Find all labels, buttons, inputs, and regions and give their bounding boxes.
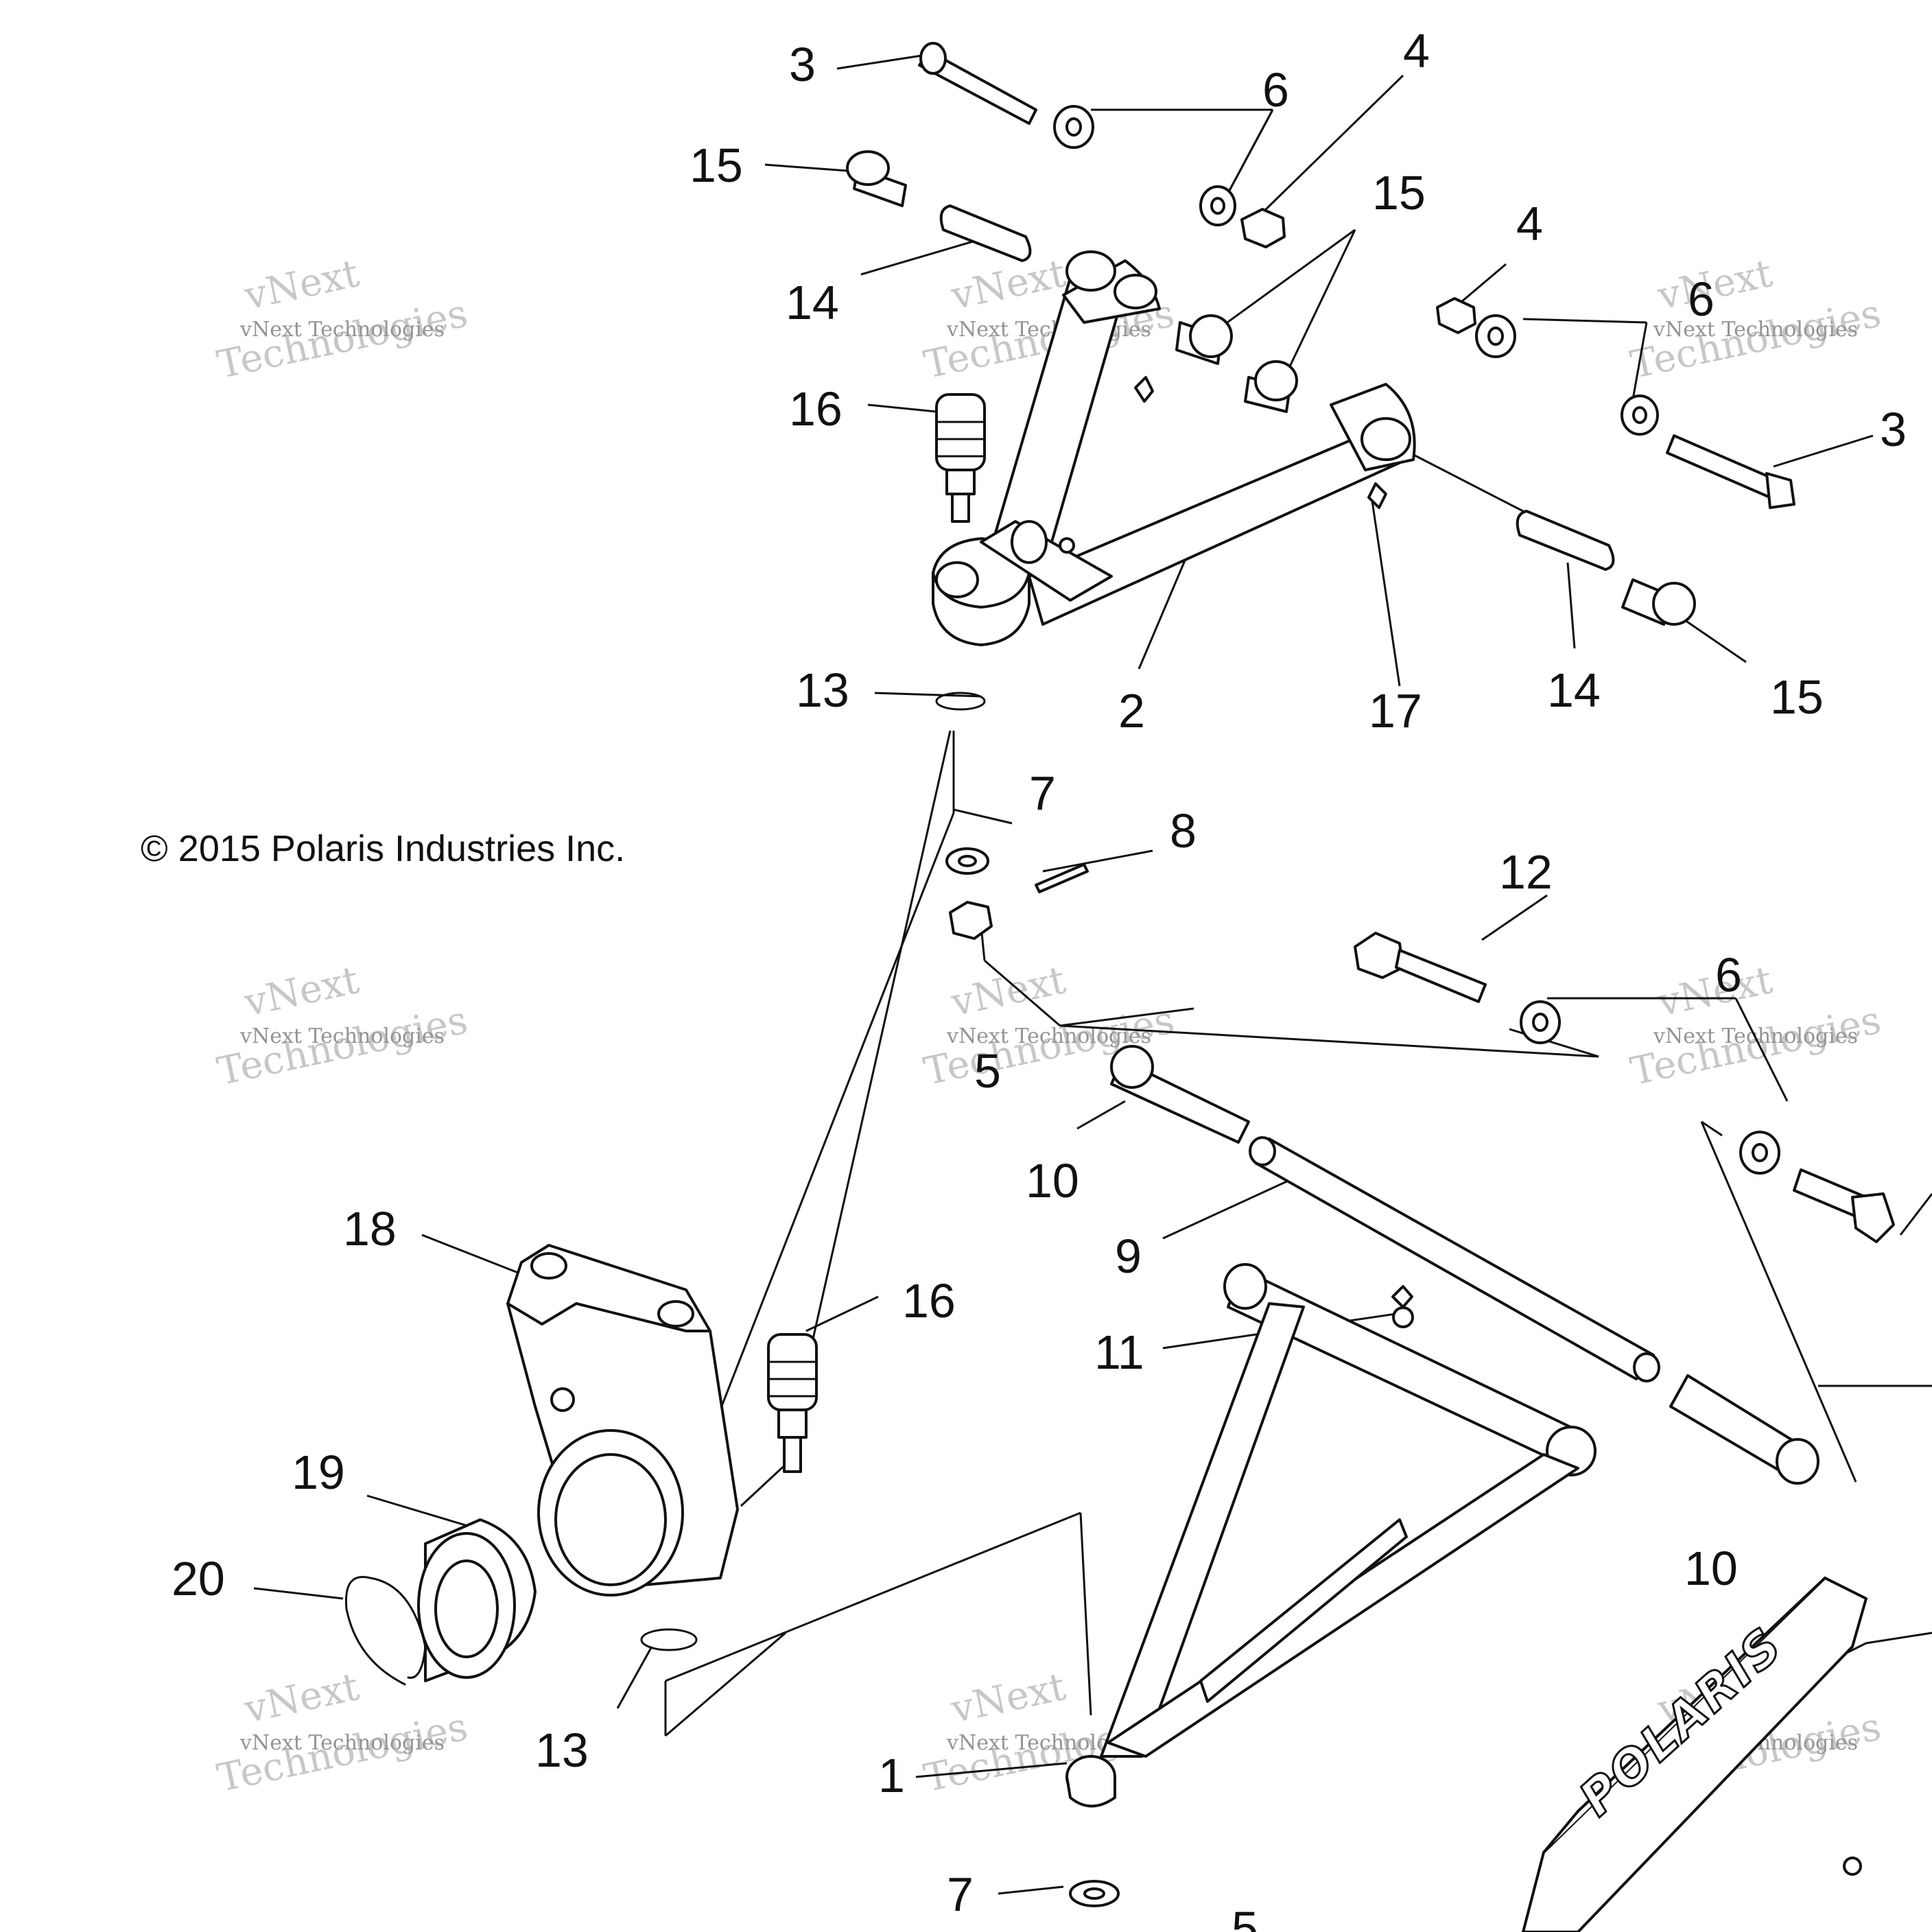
callout-18: 18 <box>343 1202 397 1256</box>
callout-13: 13 <box>535 1723 589 1777</box>
callout-17: 17 <box>1369 684 1422 738</box>
callout-16: 16 <box>789 382 843 436</box>
watermark-vnext: vNext <box>947 251 1070 319</box>
watermark: vNext vNext Technologies Technologies <box>1627 958 1885 1094</box>
callout-14: 14 <box>1547 663 1601 717</box>
bushing-15a <box>846 150 907 207</box>
callout-16: 16 <box>902 1274 956 1328</box>
callout-9: 9 <box>1115 1229 1142 1283</box>
callout-2: 2 <box>1118 684 1145 738</box>
bushing-15b <box>1175 314 1233 365</box>
callout-11: 11 <box>1094 1326 1144 1379</box>
callout-6: 6 <box>1688 272 1715 326</box>
upper-a-arm <box>932 250 1416 646</box>
bushing-10a <box>1110 1045 1250 1144</box>
snap-ring-20 <box>344 1576 427 1686</box>
watermark-vnext: vNext <box>240 958 363 1026</box>
callout-3: 3 <box>1880 403 1907 456</box>
bearing-19 <box>417 1518 537 1682</box>
watermark-line: vNext Technologies <box>946 318 1151 342</box>
callout-5: 5 <box>1232 1902 1258 1932</box>
watermark: vNext vNext Technologies Technologies <box>213 958 471 1094</box>
leader-lines <box>253 54 1932 1895</box>
callout-5: 5 <box>974 1044 1001 1098</box>
watermark-vnext: vNext <box>947 1664 1070 1732</box>
watermark-line: vNext Technologies <box>239 1024 445 1048</box>
watermark-vnext: vNext <box>240 251 363 319</box>
watermark-vnext: vNext <box>947 958 1070 1026</box>
bolt-3-right <box>1666 434 1795 509</box>
copyright-text: © 2015 Polaris Industries Inc. <box>141 828 625 869</box>
callout-1: 1 <box>878 1749 905 1802</box>
callout-10: 10 <box>1684 1542 1738 1595</box>
bushing-15d <box>1621 578 1696 626</box>
shaft-9 <box>1249 1136 1660 1382</box>
watermark-vnext: vNext <box>240 1664 363 1732</box>
castle-nut-5 <box>949 901 993 940</box>
grease-fitting-17 <box>1367 482 1387 509</box>
callout-13: 13 <box>796 663 849 717</box>
cotter-pin-8 <box>1035 863 1089 893</box>
watermark-line: vNext Technologies <box>239 318 445 342</box>
bolt-12b <box>1793 1168 1895 1243</box>
sleeve-14b <box>1516 510 1615 571</box>
callout-6: 6 <box>1262 63 1289 117</box>
callout-4: 4 <box>1403 24 1430 78</box>
callout-15: 15 <box>1372 166 1426 220</box>
watermark-line: vNext Technologies <box>1653 318 1858 342</box>
callout-14: 14 <box>786 276 839 329</box>
callout-15: 15 <box>690 139 743 192</box>
circlip-13-top <box>935 692 986 711</box>
grease-fitting-11 <box>1391 1285 1413 1308</box>
bushing-15c <box>1244 360 1298 413</box>
grease-fitting-17b <box>1134 376 1154 403</box>
circlip-13-lower <box>640 1628 698 1651</box>
lower-a-arm <box>1065 1263 1597 1808</box>
callout-8: 8 <box>1170 804 1197 858</box>
callout-7: 7 <box>947 1868 974 1921</box>
callout-labels: 3 4 6 15 15 4 14 6 16 3 13 2 17 14 15 7 … <box>141 24 1907 1932</box>
nut-4a <box>1240 208 1286 248</box>
watermark-line: vNext Technologies <box>239 1731 445 1755</box>
callout-3: 3 <box>789 38 816 91</box>
watermark-vnext: vNext <box>1653 251 1776 319</box>
callout-7: 7 <box>1029 766 1056 820</box>
watermark: vNext vNext Technologies Technologies <box>213 251 471 388</box>
callout-12: 12 <box>1499 845 1553 899</box>
callout-19: 19 <box>292 1446 345 1499</box>
callout-4: 4 <box>1516 197 1543 250</box>
nut-4b <box>1436 297 1476 334</box>
callout-15: 15 <box>1770 670 1824 724</box>
callout-20: 20 <box>172 1552 225 1605</box>
bushing-10b <box>1669 1374 1819 1485</box>
bolt-12 <box>1354 932 1487 1003</box>
sleeve-14a <box>939 204 1032 262</box>
ball-joint-16-top <box>935 393 986 523</box>
callout-6: 6 <box>1715 948 1742 1002</box>
callout-10: 10 <box>1026 1154 1079 1208</box>
watermark: vNext vNext Technologies Technologies <box>1627 251 1885 388</box>
steering-knuckle-18 <box>506 1244 739 1597</box>
ball-joint-16-lower <box>767 1333 818 1473</box>
bolt-3-top <box>918 42 1037 125</box>
